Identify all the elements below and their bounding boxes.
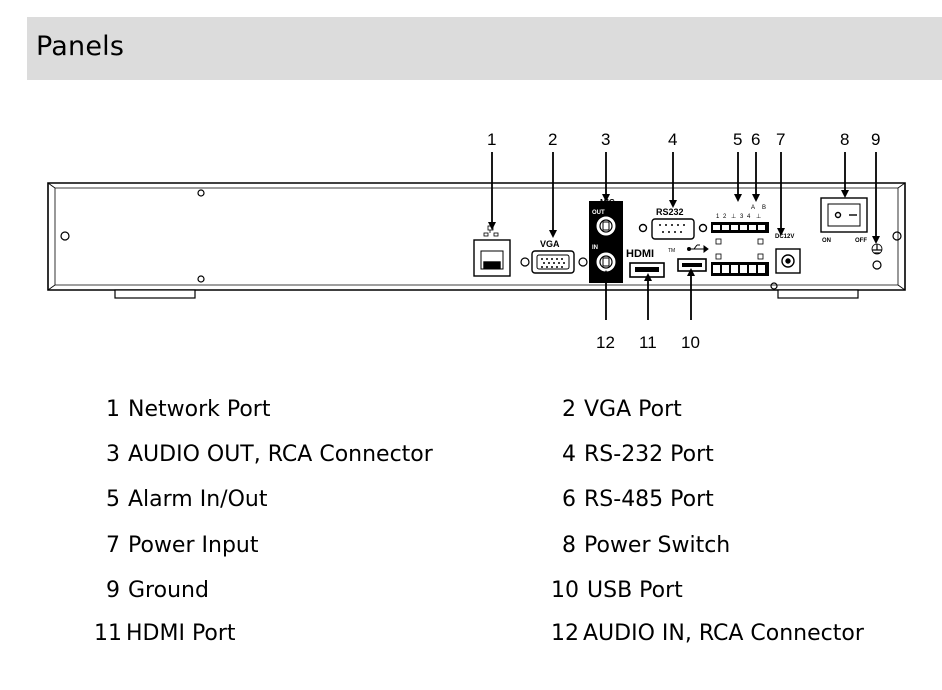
callout-5: 5 (733, 130, 742, 149)
screw-icon (770, 282, 778, 290)
screw-icon (197, 275, 205, 283)
power-input: DC12V (775, 234, 801, 274)
mic-label: MIC (600, 198, 615, 207)
hdmi-tm: TM (668, 248, 675, 254)
hdmi-label: HDMI (626, 248, 654, 260)
ground-icon (871, 243, 883, 255)
switch-off-label: OFF (855, 238, 867, 244)
callout-10: 10 (681, 333, 700, 352)
usb-port (677, 244, 709, 272)
callout-numbers: 1 2 3 4 5 6 7 8 9 12 11 10 (487, 130, 880, 352)
chassis (47, 182, 906, 291)
network-port (473, 225, 511, 277)
callout-6: 6 (751, 130, 760, 149)
hdmi-port: HDMI TM (626, 248, 675, 278)
alarm-top-labels: 1 2 ⊥ 3 4 ⊥ (716, 213, 761, 220)
rs232-port: RS232 (638, 207, 708, 240)
usb-icon (687, 244, 709, 253)
callout-4: 4 (668, 130, 677, 149)
rear-panel-diagram: VGA MIC OUT IN RS232 HDMI TM (47, 130, 906, 352)
chassis-feet (114, 289, 859, 299)
callout-7: 7 (776, 130, 785, 149)
screw-icon (892, 231, 902, 241)
screw-icon (197, 189, 205, 197)
section-title: Panels (36, 31, 125, 62)
callout-8: 8 (840, 130, 849, 149)
callout-11: 11 (639, 333, 657, 352)
callout-3: 3 (601, 130, 610, 149)
audio-block: MIC OUT IN (589, 198, 623, 283)
alarm-terminal: 1 2 ⊥ 3 4 ⊥ A B (711, 205, 769, 276)
rs232-label: RS232 (656, 207, 684, 217)
dc12v-label: DC12V (775, 234, 794, 240)
audio-in-label: IN (592, 245, 598, 251)
callout-1: 1 (487, 130, 496, 149)
callout-12: 12 (596, 333, 615, 352)
callout-leaders (488, 152, 880, 320)
ground-terminal (871, 243, 883, 270)
screw-icon (60, 231, 70, 241)
callout-2: 2 (548, 130, 557, 149)
section-header: Panels (27, 17, 942, 80)
callout-9: 9 (871, 130, 880, 149)
switch-on-label: ON (822, 238, 831, 244)
power-switch: ON OFF (820, 197, 868, 244)
audio-out-label: OUT (592, 210, 605, 216)
vga-port: VGA (531, 239, 575, 274)
screw-icons (60, 189, 902, 290)
vga-label: VGA (540, 239, 560, 249)
svg-text:A B: A B (751, 205, 766, 211)
